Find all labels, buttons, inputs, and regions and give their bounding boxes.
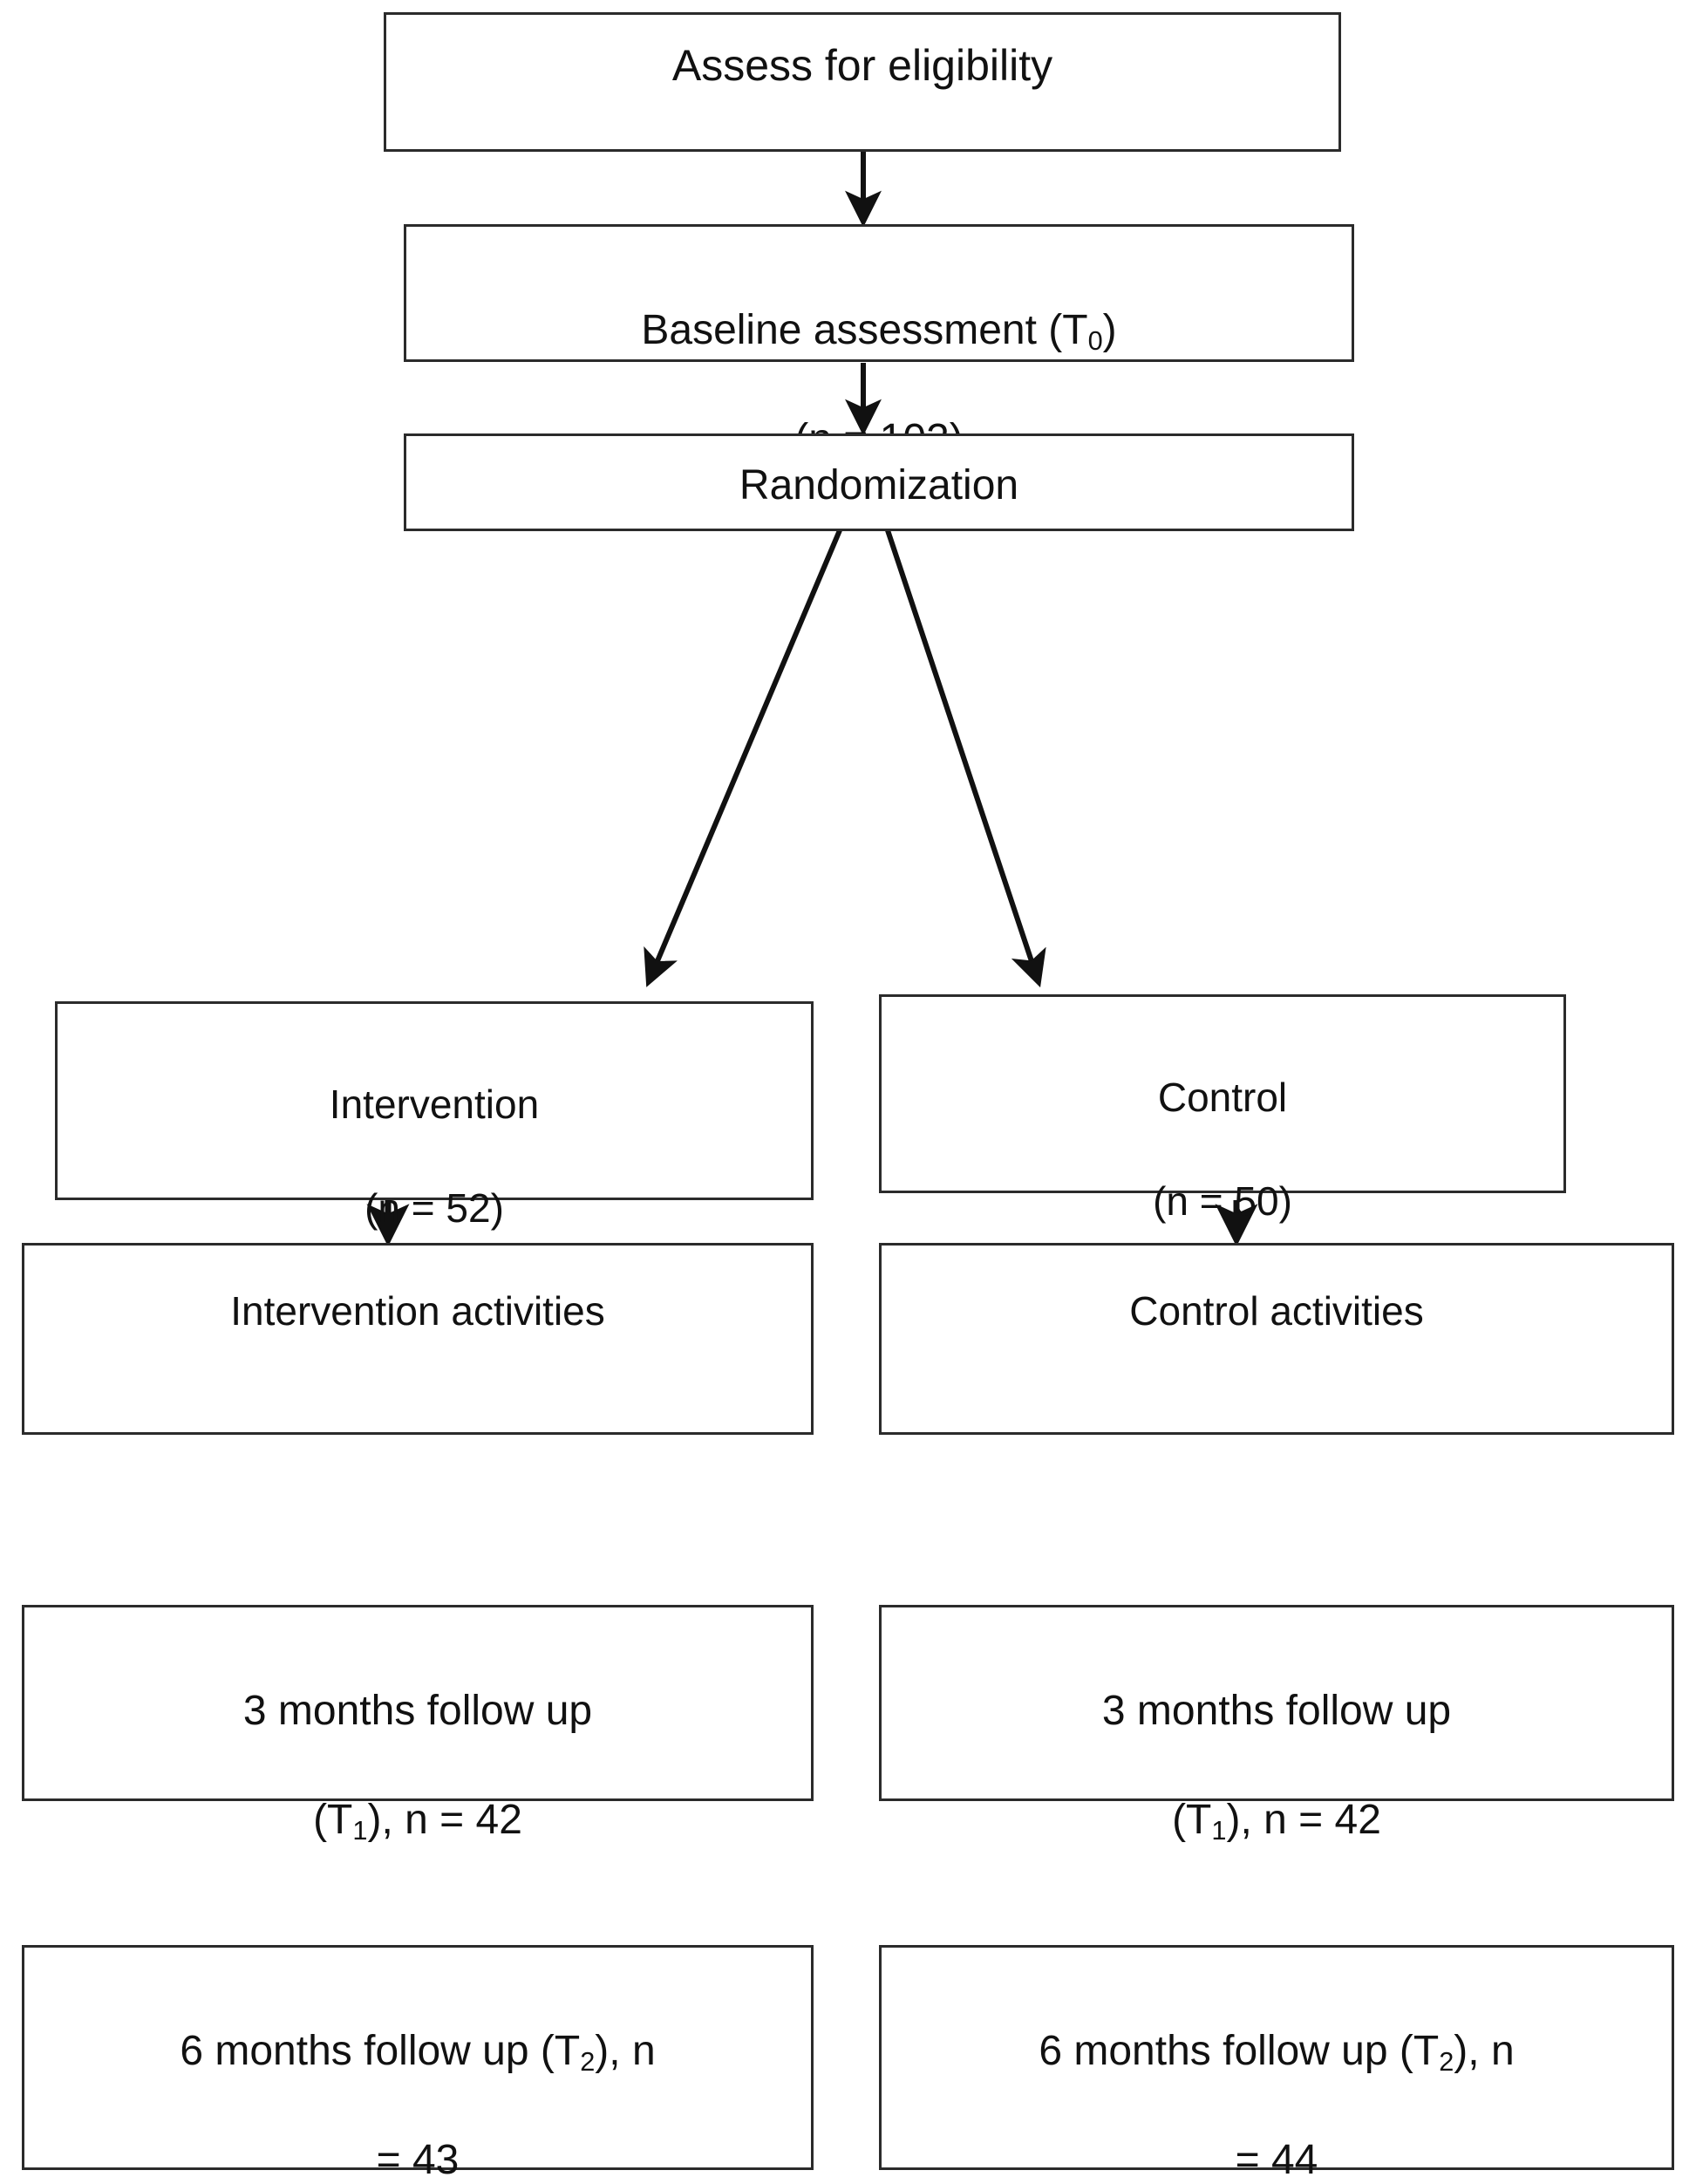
node-control-label: Control (n = 50) xyxy=(890,1020,1555,1228)
node-control-activities[interactable]: Control activities xyxy=(879,1243,1674,1435)
node-intervention-6months-label: 6 months follow up (T2), n = 43 xyxy=(33,1970,802,2184)
timepoint-subscript: 1 xyxy=(352,1814,368,1846)
followup6-right-line1: 6 months follow up (T2), n xyxy=(1039,2028,1515,2078)
node-intervention-activities-label: Intervention activities xyxy=(230,1288,605,1334)
control-line2: (n = 50) xyxy=(1153,1178,1292,1225)
node-assess-label: Assess for eligibility xyxy=(671,41,1053,90)
followup3-right-line1: 3 months follow up xyxy=(1101,1688,1452,1735)
node-intervention-activities[interactable]: Intervention activities xyxy=(22,1243,814,1435)
baseline-line1: Baseline assessment (T0) xyxy=(641,307,1117,357)
timepoint-subscript: 0 xyxy=(1087,325,1103,357)
followup3-left-line1: 3 months follow up xyxy=(242,1688,593,1735)
followup3-left-line2: (T1), n = 42 xyxy=(313,1797,522,1846)
timepoint-subscript: 2 xyxy=(580,2046,596,2078)
followup3-right-line2: (T1), n = 42 xyxy=(1172,1797,1381,1846)
node-intervention-label: Intervention (n = 52) xyxy=(66,1027,802,1235)
intervention-line2: (n = 52) xyxy=(364,1185,504,1232)
timepoint-subscript: 1 xyxy=(1211,1814,1227,1846)
node-randomization[interactable]: Randomization xyxy=(404,433,1354,531)
node-control-3months-followup[interactable]: 3 months follow up (T1), n = 42 xyxy=(879,1605,1674,1844)
node-randomization-label: Randomization xyxy=(739,462,1019,508)
node-intervention-3months-followup[interactable]: 3 months follow up (T1), n = 42 xyxy=(22,1605,814,1844)
node-intervention[interactable]: Intervention (n = 52) xyxy=(55,1001,814,1231)
arrow-randomization-to-intervention xyxy=(644,529,842,987)
node-baseline-assessment[interactable]: Baseline assessment (T0) (n = 102) xyxy=(404,224,1354,462)
node-intervention-3months-label: 3 months follow up (T1), n = 42 xyxy=(33,1630,802,1848)
node-control-3months-label: 3 months follow up (T1), n = 42 xyxy=(890,1630,1663,1848)
node-control-activities-label: Control activities xyxy=(1129,1288,1424,1334)
node-control-6months-label: 6 months follow up (T2), n = 44 xyxy=(890,1970,1663,2184)
arrow-randomization-to-control xyxy=(885,529,1046,988)
followup6-left-line1: 6 months follow up (T2), n xyxy=(180,2028,656,2078)
control-line1: Control xyxy=(1157,1074,1288,1120)
node-intervention-6months-followup[interactable]: 6 months follow up (T2), n = 43 xyxy=(22,1945,814,2183)
intervention-line1: Intervention xyxy=(329,1081,540,1127)
node-control[interactable]: Control (n = 50) xyxy=(879,994,1566,1224)
timepoint-subscript: 2 xyxy=(1439,2046,1454,2078)
node-control-6months-followup[interactable]: 6 months follow up (T2), n = 44 xyxy=(879,1945,1674,2183)
followup6-left-line2: = 43 xyxy=(376,2137,460,2184)
followup6-right-line2: = 44 xyxy=(1235,2137,1318,2184)
node-assess-for-eligibility[interactable]: Assess for eligibility xyxy=(384,12,1341,152)
